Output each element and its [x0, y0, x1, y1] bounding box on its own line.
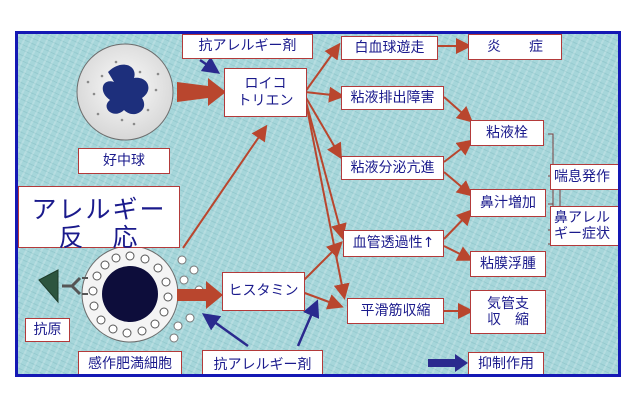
neutrophil-label: 好中球: [78, 148, 170, 174]
asthma-attack-box: 喘息発作: [550, 164, 618, 190]
antiallergy-drug-top-box: 抗アレルギー剤: [182, 34, 313, 59]
blue-arrows: [199, 56, 468, 372]
nasal-allergy-box: 鼻アレル ギー症状: [550, 206, 618, 246]
antigen-label: 抗原: [25, 318, 70, 342]
vascular-permeability-box: 血管透過性↑: [343, 230, 444, 257]
title-line-1: アレルギー: [31, 195, 167, 224]
mast-cell-label: 感作肥満細胞: [78, 351, 182, 374]
inhibition-legend-label: 抑制作用: [468, 352, 544, 374]
title-line-2: 反 応: [58, 223, 140, 252]
antiallergy-drug-bottom-box: 抗アレルギー剤: [202, 350, 323, 374]
leukocyte-migration-box: 白血球遊走: [341, 36, 438, 60]
mucus-plug-box: 粘液栓: [470, 120, 544, 146]
histamine-box: ヒスタミン: [222, 272, 305, 311]
smooth-muscle-box: 平滑筋収縮: [347, 298, 444, 324]
neutrophil-cell-icon: [76, 43, 174, 141]
allergy-reaction-title-box: アレルギー 反 応: [18, 186, 180, 252]
blue-arrow-icon: [428, 354, 468, 372]
inflammation-box: 炎 症: [468, 34, 562, 60]
mucus-secretion-box: 粘液分泌亢進: [341, 156, 444, 180]
flow-diagram: [38, 38, 561, 372]
bronchial-constriction-box: 気管支 収 縮: [470, 290, 546, 334]
antigen-icon: [38, 269, 88, 304]
red-arrow-icon: [177, 281, 223, 309]
mucosal-edema-box: 粘膜浮腫: [470, 251, 546, 277]
leukotriene-box: ロイコ トリエン: [224, 68, 307, 117]
red-arrows: [177, 38, 561, 319]
nasal-discharge-box: 鼻汁増加: [470, 189, 546, 217]
diagram-frame: アレルギー 反 応 抗アレルギー剤 ロイコ トリエン 好中球 ヒスタミン 抗原 …: [15, 31, 621, 377]
mast-cell-icon: [81, 245, 204, 343]
mucus-drainage-box: 粘液排出障害: [341, 86, 444, 110]
red-arrow-icon: [177, 78, 226, 106]
